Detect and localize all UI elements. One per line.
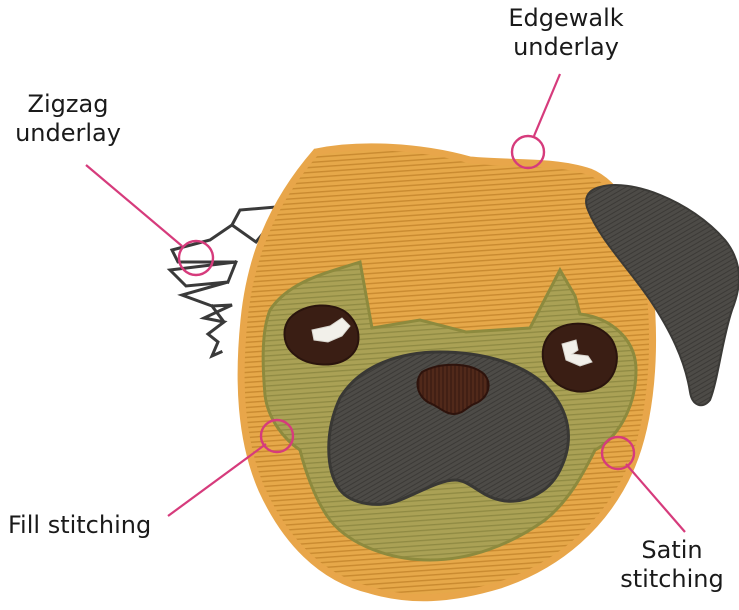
zigzag-label-line-2: underlay — [8, 119, 128, 148]
satin-label-line-2: stitching — [612, 565, 732, 594]
satin-stitching-label: Satin stitching — [612, 536, 732, 594]
satin-label-line-1: Satin — [612, 536, 732, 565]
edgewalk-underlay-label: Edgewalk underlay — [498, 4, 634, 62]
fill-label-line-1: Fill stitching — [8, 511, 164, 540]
fill-stitching-label: Fill stitching — [8, 511, 164, 540]
zigzag-label-line-1: Zigzag — [8, 90, 128, 119]
zigzag-underlay-label: Zigzag underlay — [8, 90, 128, 148]
callout-edgewalk — [512, 74, 560, 168]
callout-zigzag — [86, 165, 213, 275]
edgewalk-label-line-1: Edgewalk — [498, 4, 634, 33]
edgewalk-label-line-2: underlay — [498, 33, 634, 62]
